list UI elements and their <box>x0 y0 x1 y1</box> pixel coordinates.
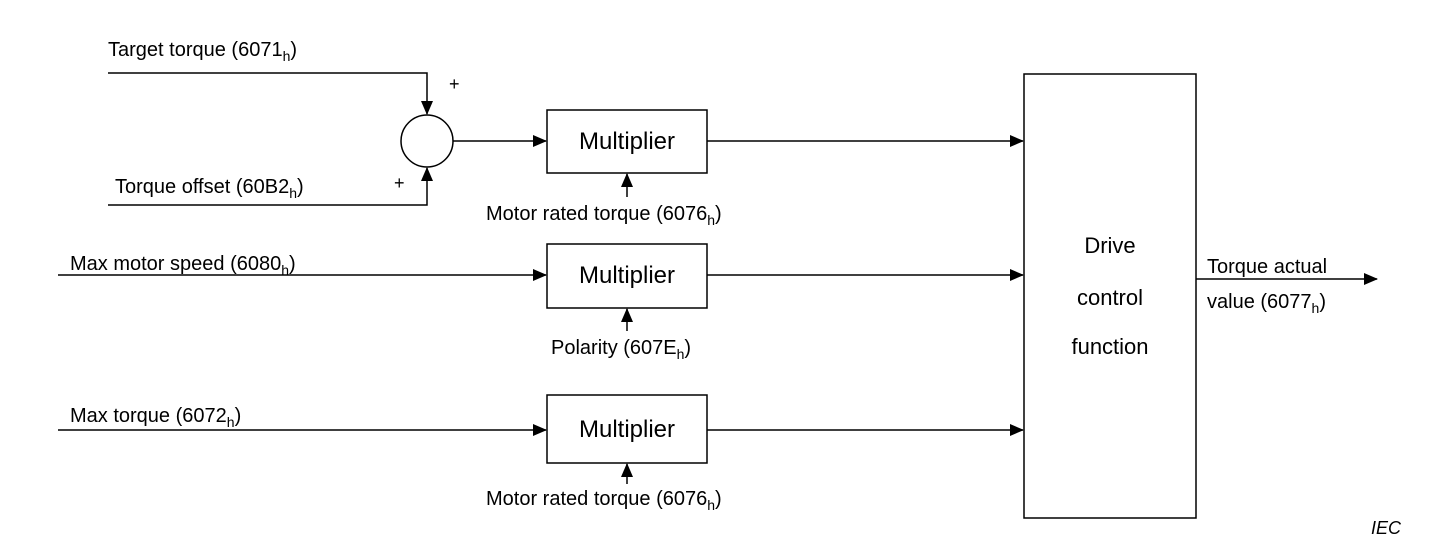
torque-actual-label-line-2: value (6077h) <box>1207 291 1326 316</box>
target-torque-label: Target torque (6071h) <box>108 39 298 64</box>
drive-control-line-3: function <box>1071 334 1149 359</box>
multiplier-1-factor-label: Motor rated torque (6076h) <box>486 203 722 228</box>
drive-control-line-1: Drive <box>1084 233 1136 258</box>
multiplier-2-box <box>546 243 708 309</box>
torque-actual-label-line-1: Torque actual <box>1207 256 1328 278</box>
multiplier-2-factor-label: Polarity (607Eh) <box>551 337 692 362</box>
multiplier-1-box <box>546 109 708 174</box>
multiplier-1-label: Multiplier <box>578 128 676 155</box>
max-torque-label: Max torque (6072h) <box>70 405 242 430</box>
multiplier-3-label: Multiplier <box>578 416 676 443</box>
multiplier-3-box <box>546 394 708 464</box>
iec-watermark: IEC <box>1371 518 1402 538</box>
plus-sign-top: + <box>449 74 460 94</box>
multiplier-2-label: Multiplier <box>578 262 676 289</box>
max-motor-speed-label: Max motor speed (6080h) <box>70 253 296 278</box>
target-torque-line <box>108 72 433 115</box>
torque-offset-label: Torque offset (60B2h) <box>115 176 304 201</box>
torque-offset-line <box>108 167 433 206</box>
plus-sign-bottom: + <box>394 173 405 193</box>
multiplier-3-factor-label: Motor rated torque (6076h) <box>486 488 722 513</box>
summing-junction <box>400 114 454 168</box>
drive-control-box <box>1023 73 1197 519</box>
drive-control-line-2: control <box>1076 285 1144 310</box>
